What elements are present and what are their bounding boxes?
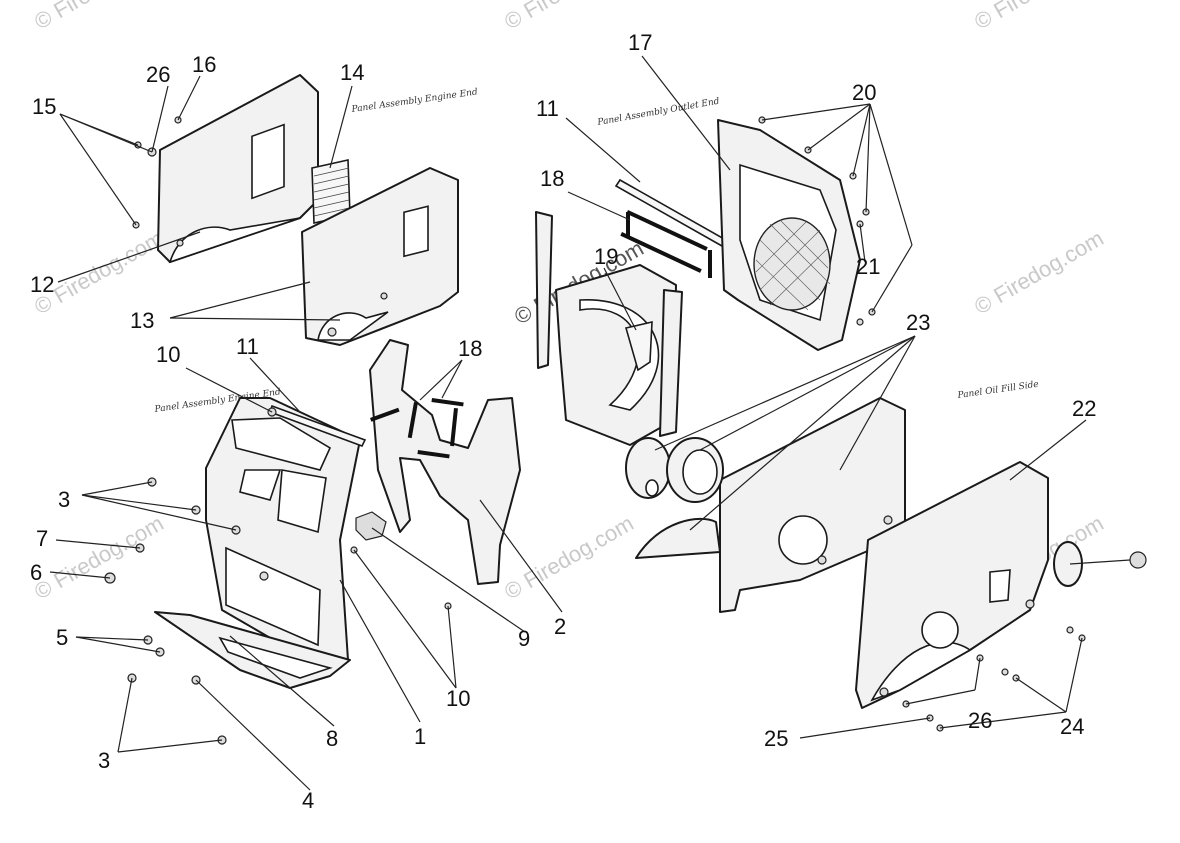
callout-11-left: 11 [236, 334, 259, 359]
part-22-panel [855, 461, 1049, 709]
part-9-bracket [355, 511, 387, 541]
part-18-seals-right [620, 209, 712, 278]
callout-24: 24 [1060, 714, 1084, 739]
callout-3-bottom: 3 [98, 748, 110, 773]
callout-6: 6 [30, 560, 42, 585]
watermark-mid-right: © Firedog.com [970, 225, 1108, 319]
part-23-panel [719, 397, 906, 613]
callout-20: 20 [852, 80, 876, 105]
callout-12: 12 [30, 272, 54, 297]
part-19-shroud [555, 264, 677, 446]
callout-labels: 1 2 3 3 4 5 6 7 8 9 10 10 11 11 12 13 14… [30, 30, 1096, 813]
part-19-strip-left [535, 211, 553, 369]
watermark-top-center: © Firedog.com [500, 0, 638, 34]
callout-21: 21 [856, 254, 880, 279]
part-13-panel [301, 167, 459, 346]
part-2-frame [369, 339, 521, 585]
callout-26-top: 26 [146, 62, 170, 87]
callout-7: 7 [36, 526, 48, 551]
callout-15: 15 [32, 94, 56, 119]
fill-cap [1053, 541, 1147, 587]
watermark-low-center: © Firedog.com [500, 510, 638, 604]
callout-19: 19 [594, 244, 618, 269]
callout-10-top: 10 [156, 342, 180, 367]
callout-1: 1 [414, 724, 426, 749]
part-12-panel [157, 74, 319, 264]
callout-18-right: 18 [540, 166, 564, 191]
part-23-rings [625, 437, 724, 559]
callout-13: 13 [130, 308, 154, 333]
watermark-top-right: © Firedog.com [970, 0, 1108, 34]
note-top-left: Panel Assembly Engine End [350, 87, 479, 115]
callout-10-bottom: 10 [446, 686, 470, 711]
part-17-outlet-panel [717, 119, 861, 351]
callout-8: 8 [326, 726, 338, 751]
part-18-seals-left [370, 397, 464, 459]
part-1-panel [205, 397, 361, 669]
watermark-top-left: © Firedog.com [30, 0, 168, 34]
callout-23: 23 [906, 310, 930, 335]
note-outlet-end: Panel Assembly Outlet End [596, 97, 721, 129]
part-19-strip-right [659, 289, 683, 437]
leader-lines [49, 55, 1087, 791]
callout-2: 2 [554, 614, 566, 639]
callout-26-bottom: 26 [968, 708, 992, 733]
callout-17: 17 [628, 30, 652, 55]
callout-9: 9 [518, 626, 530, 651]
callout-22: 22 [1072, 396, 1096, 421]
callout-18-left: 18 [458, 336, 482, 361]
callout-25: 25 [764, 726, 788, 751]
watermark-low-left: © Firedog.com [30, 510, 168, 604]
callout-5: 5 [56, 625, 68, 650]
callout-3-top: 3 [58, 487, 70, 512]
callout-4: 4 [302, 788, 314, 813]
callout-11-right: 11 [536, 96, 559, 121]
part-8-tray [154, 611, 351, 689]
callout-14: 14 [340, 60, 364, 85]
note-oil-fill-side: Panel Oil Fill Side [956, 380, 1039, 401]
callout-16: 16 [192, 52, 216, 77]
